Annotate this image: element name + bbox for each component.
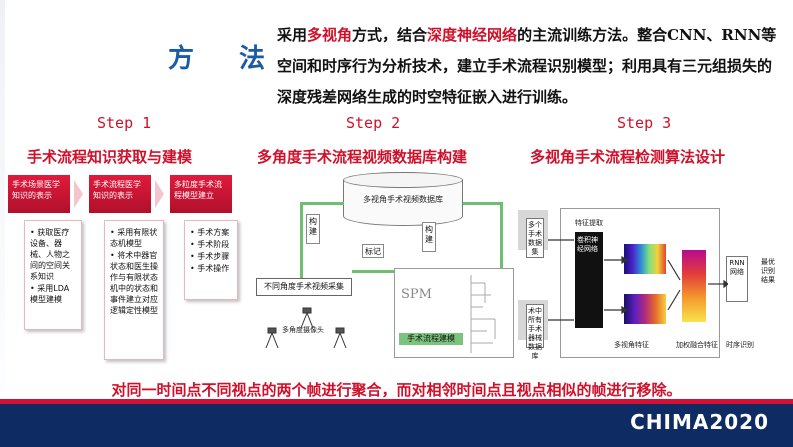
database-label: 多视角手术视频数据库 bbox=[363, 195, 443, 204]
list-item: • 手术步骤 bbox=[190, 252, 230, 261]
input-dataset-1: 多个手术数据集 bbox=[526, 218, 544, 258]
list-item: • 获取医疗设备、器械、人物之间的空间关系知识 bbox=[30, 228, 70, 281]
step1-box-scene-knowledge: 手术场景医学知识的表示 bbox=[8, 175, 70, 213]
step-2-label: Step 2 bbox=[346, 114, 401, 132]
connector-line bbox=[300, 202, 303, 278]
footer-bar bbox=[0, 404, 793, 447]
video-collection-box: 不同角度手术视频采集 bbox=[256, 278, 352, 296]
chima-logo: CHIMA2020 bbox=[630, 410, 769, 434]
chevron-right-icon bbox=[155, 180, 164, 208]
cameras-label: 多角度摄像头 bbox=[282, 326, 324, 334]
connector-line bbox=[500, 202, 503, 268]
step1-list-scene: • 获取医疗设备、器械、人物之间的空间关系知识 • 采用LDA模型建模 bbox=[24, 220, 82, 330]
feature-map-2 bbox=[624, 294, 666, 324]
connector-line bbox=[300, 202, 344, 205]
cnn-block: 卷积神经网络 bbox=[575, 232, 603, 328]
feature-extract-label: 特征提取 bbox=[575, 219, 603, 227]
spm-diagram: SPM 手术流程建模 bbox=[394, 268, 514, 358]
camera-tripods-icon bbox=[265, 307, 347, 349]
weighted-fusion-label: 加权融合特征 bbox=[676, 341, 718, 349]
footer-note: 对同一时间点不同视点的两个帧进行聚合，而对相邻时间点且视点相似的帧进行移除。 bbox=[111, 381, 682, 399]
step-3-label: Step 3 bbox=[617, 114, 672, 132]
list-item: • 将术中器官状态和医生操作与有限状态机中的状态和事件建立对应逻辑定性模型 bbox=[110, 251, 158, 315]
footer-stripe bbox=[0, 399, 793, 404]
fused-feature-map bbox=[682, 250, 706, 322]
build-tag-right: 构建 bbox=[422, 222, 436, 252]
list-item: • 手术操作 bbox=[190, 264, 230, 273]
connector-line bbox=[463, 202, 503, 205]
list-item: • 手术方案 bbox=[190, 228, 230, 237]
input-dataset-2: 术中所有手术器械数据库 bbox=[526, 304, 544, 360]
step-2-title: 多角度手术流程视频数据库构建 bbox=[257, 148, 468, 166]
step-3-title: 多视角手术流程检测算法设计 bbox=[530, 148, 726, 166]
build-tag-left: 构建 bbox=[306, 214, 320, 244]
intro-highlight-2: 深度神经网络 bbox=[427, 26, 518, 44]
step1-list-flow: • 采用有限状态机模型 • 将术中器官状态和医生操作与有限状态机中的状态和事件建… bbox=[104, 220, 164, 360]
label-tag: 标记 bbox=[362, 244, 384, 258]
list-item: • 采用LDA模型建模 bbox=[30, 284, 70, 304]
video-database-cylinder: 多视角手术视频数据库 bbox=[343, 172, 463, 234]
spm-modeling-label: 手术流程建模 bbox=[399, 333, 463, 345]
feature-map-1 bbox=[624, 244, 666, 274]
intro-highlight-1: 多视角 bbox=[307, 26, 353, 44]
connector-line bbox=[352, 270, 394, 273]
left-accent bbox=[0, 0, 5, 447]
optimal-result-label: 最优识别结果 bbox=[760, 256, 776, 310]
step3-arrows bbox=[548, 239, 728, 321]
spm-tree-icon bbox=[470, 275, 496, 353]
temporal-recognition-label: 时序识别 bbox=[726, 341, 754, 349]
step1-box-multigrain-model: 多粒度手术流程模型建立 bbox=[170, 175, 232, 213]
multi-view-feature-label: 多视角特征 bbox=[614, 341, 649, 349]
page-title: 方 法 bbox=[168, 44, 284, 74]
step1-box-flow-knowledge: 手术流程医学知识的表示 bbox=[89, 175, 151, 213]
rnn-block: RNN网络 bbox=[726, 256, 748, 302]
intro-text-2: 方式，结合 bbox=[352, 26, 428, 44]
step-1-title: 手术流程知识获取与建模 bbox=[27, 148, 193, 166]
intro-text-1: 采用 bbox=[277, 26, 308, 44]
intro-paragraph: 采用多视角方式，结合深度神经网络的主流训练方法。整合CNN、RNN等空间和时序行… bbox=[277, 20, 777, 113]
chevron-right-icon bbox=[74, 180, 83, 208]
list-item: • 采用有限状态机模型 bbox=[110, 228, 158, 248]
step1-list-granularity: • 手术方案 • 手术阶段 • 手术步骤 • 手术操作 bbox=[184, 220, 238, 300]
spm-title: SPM bbox=[401, 287, 432, 302]
step-1-label: Step 1 bbox=[97, 114, 152, 132]
intro-text-3: 的主流训练方法。整合CNN、RNN等空间和时序行为分析技术，建立手术流程识别模型… bbox=[277, 26, 777, 106]
list-item: • 手术阶段 bbox=[190, 240, 230, 249]
